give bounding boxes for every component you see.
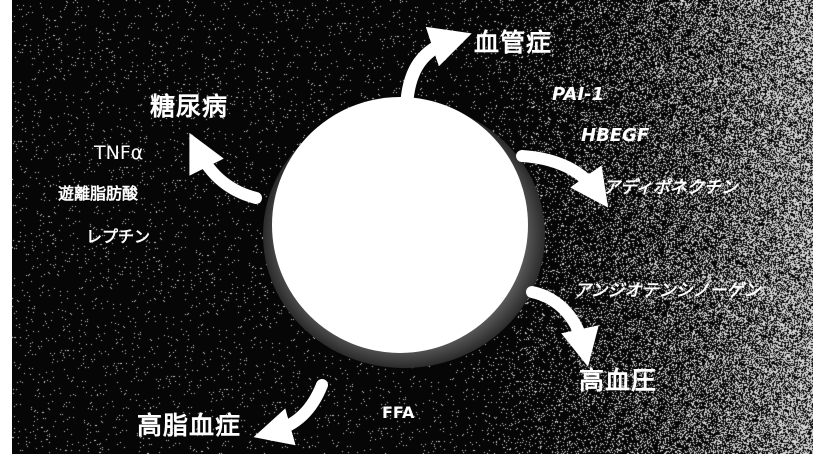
label-adiponectin: アディポネクチン — [603, 178, 738, 198]
arrow-to-hypertension — [526, 286, 599, 367]
arrow-to-diabetes — [189, 132, 262, 204]
label-tnf-alpha: TNFα — [94, 142, 144, 164]
adipocyte-cell — [272, 97, 528, 353]
label-pai1: PAI-1 — [552, 84, 605, 105]
arrow-to-hyperlipidemia — [253, 379, 328, 446]
label-angiotensinogen: アンジオテンシノーゲン — [574, 281, 761, 301]
label-ffa: FFA — [382, 403, 415, 422]
label-hypertension: 高血圧 — [579, 366, 658, 395]
label-hbegf: HBEGF — [581, 125, 650, 146]
diagram-panel: 血管症 糖尿病 高血圧 高脂血症 PAI-1 HBEGF アディポネクチン TN… — [12, 0, 813, 454]
label-diabetes: 糖尿病 — [150, 92, 229, 121]
diagram-graphics — [189, 26, 609, 446]
arrow-to-adiponectin — [516, 150, 609, 208]
label-free-fatty-acid: 遊離脂肪酸 — [58, 184, 139, 203]
label-leptin: レプチン — [86, 227, 151, 246]
label-hyperlipidemia: 高脂血症 — [137, 411, 242, 440]
label-vascular-disease: 血管症 — [474, 28, 553, 57]
arrow-to-vascular — [400, 26, 472, 107]
